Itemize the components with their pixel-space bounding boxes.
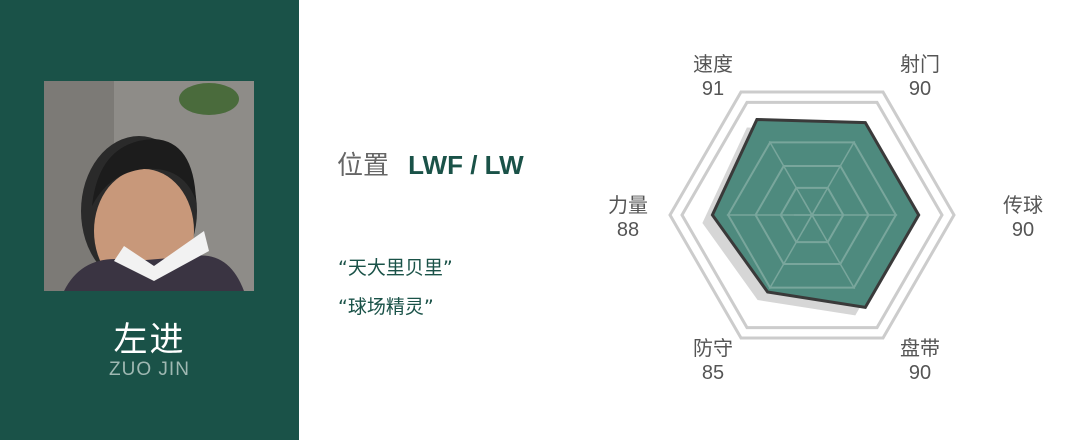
- stat-dribbling: 盘带 90: [880, 336, 960, 386]
- stat-value: 90: [1011, 219, 1035, 241]
- stat-label: 传球: [1003, 193, 1043, 217]
- stat-value: 88: [616, 219, 640, 241]
- stat-label: 防守: [693, 336, 733, 360]
- position-row: 位置 LWF / LW: [337, 145, 524, 182]
- stat-label: 力量: [608, 193, 648, 217]
- stat-label: 射门: [900, 52, 940, 76]
- stat-strength: 力量 88: [588, 193, 668, 243]
- nickname-1: “天大里贝里”: [338, 257, 453, 279]
- stat-value: 91: [701, 78, 725, 100]
- stat-label: 盘带: [900, 336, 940, 360]
- stat-defending: 防守 85: [673, 336, 753, 386]
- position-label: 位置: [337, 151, 390, 181]
- player-name-english: ZUO JIN: [109, 359, 190, 380]
- nickname-2: “球场精灵”: [338, 296, 434, 318]
- stat-label: 速度: [693, 52, 733, 76]
- stat-speed: 速度 91: [673, 52, 753, 102]
- player-photo: [44, 81, 254, 291]
- stat-shooting: 射门 90: [880, 52, 960, 102]
- stat-value: 90: [908, 78, 932, 100]
- stat-value: 90: [908, 362, 932, 384]
- position-value: LWF / LW: [408, 150, 524, 180]
- radar-frame-outer: [668, 90, 956, 340]
- stat-value: 85: [701, 362, 725, 384]
- player-name-chinese: 左进: [113, 320, 186, 360]
- stat-passing: 传球 90: [983, 193, 1063, 243]
- player-card-panel: 左进 ZUO JIN: [0, 0, 299, 440]
